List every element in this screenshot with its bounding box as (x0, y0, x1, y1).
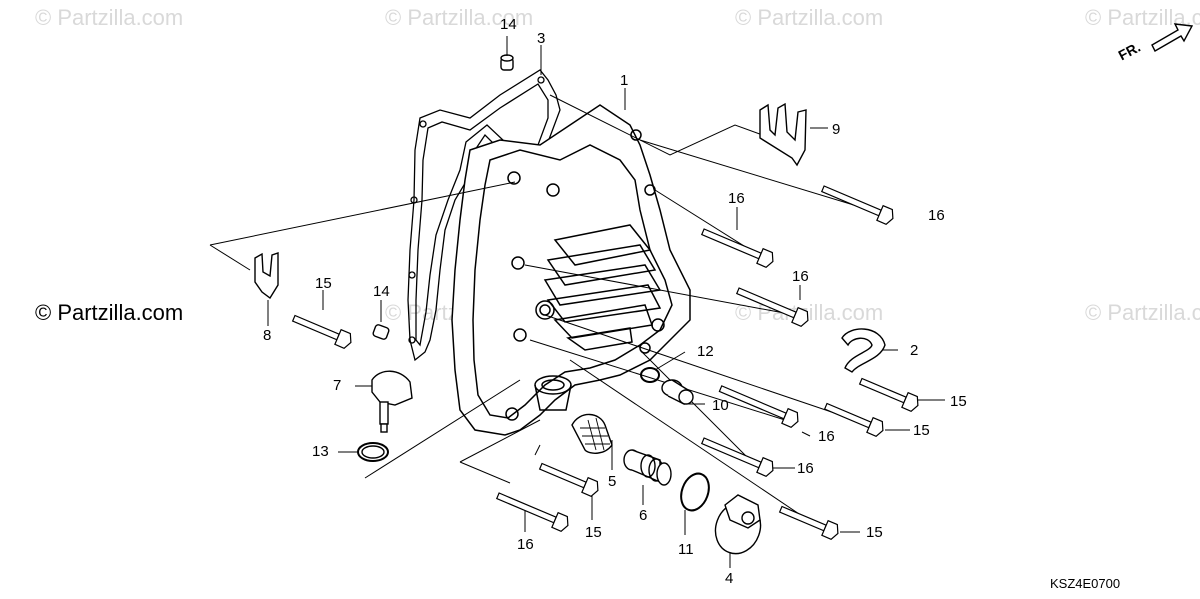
callout-15-c: 15 (913, 422, 930, 439)
bracket-part-9 (759, 102, 807, 167)
o-ring-part-13 (357, 442, 389, 462)
callout-7: 7 (333, 377, 342, 394)
callout-10: 10 (712, 397, 729, 414)
bolt-parts (291, 185, 919, 540)
callout-14-lower: 14 (373, 283, 390, 300)
o-ring-part-11 (680, 472, 710, 512)
callout-16-b: 16 (928, 207, 945, 224)
dowel-pin-lower-part (372, 324, 390, 340)
clamp-part-2 (841, 328, 886, 373)
callout-16-e: 16 (797, 460, 814, 477)
watermark-top-2: © Partzilla.com (385, 5, 534, 30)
watermark-mid-4: © Partzilla.com (1085, 300, 1200, 325)
callout-1: 1 (620, 72, 629, 89)
plug-part-10 (661, 379, 694, 406)
oil-filler-cap-part-7 (371, 370, 413, 433)
callout-9: 9 (832, 121, 841, 138)
front-direction-arrow-icon (1151, 23, 1194, 52)
callout-12: 12 (697, 343, 714, 360)
watermark-top-1: © Partzilla.com (35, 5, 184, 30)
right-crankcase-cover-part (451, 104, 691, 436)
callout-4: 4 (725, 570, 734, 587)
watermark-mid-1: © Partzilla.com (35, 300, 184, 325)
callout-5: 5 (608, 473, 617, 490)
watermark-mid-3: © Partzilla.com (735, 300, 884, 325)
clip-part-8 (254, 252, 279, 300)
oil-strainer-part-5 (571, 413, 613, 454)
callout-15-b: 15 (950, 393, 967, 410)
callout-2: 2 (910, 342, 919, 359)
callout-3: 3 (537, 30, 546, 47)
spring-part-6 (623, 449, 672, 486)
callout-16-a: 16 (728, 190, 745, 207)
callout-15-d: 15 (585, 524, 602, 541)
callout-16-f: 16 (517, 536, 534, 553)
diagram-code: KSZ4E0700 (1050, 576, 1121, 591)
watermark-top-3: © Partzilla.com (735, 5, 884, 30)
drain-plug-part-4 (714, 494, 762, 555)
callout-15-a: 15 (315, 275, 332, 292)
callout-13: 13 (312, 443, 329, 460)
callout-16-d: 16 (818, 428, 835, 445)
callout-11: 11 (678, 541, 694, 558)
dowel-pin-upper-part (500, 54, 514, 71)
callout-6: 6 (639, 507, 648, 524)
callout-8: 8 (263, 327, 272, 344)
callout-15-e: 15 (866, 524, 883, 541)
o-ring-part-12 (640, 367, 660, 383)
callout-16-c: 16 (792, 268, 809, 285)
callout-14-upper: 14 (500, 16, 517, 33)
